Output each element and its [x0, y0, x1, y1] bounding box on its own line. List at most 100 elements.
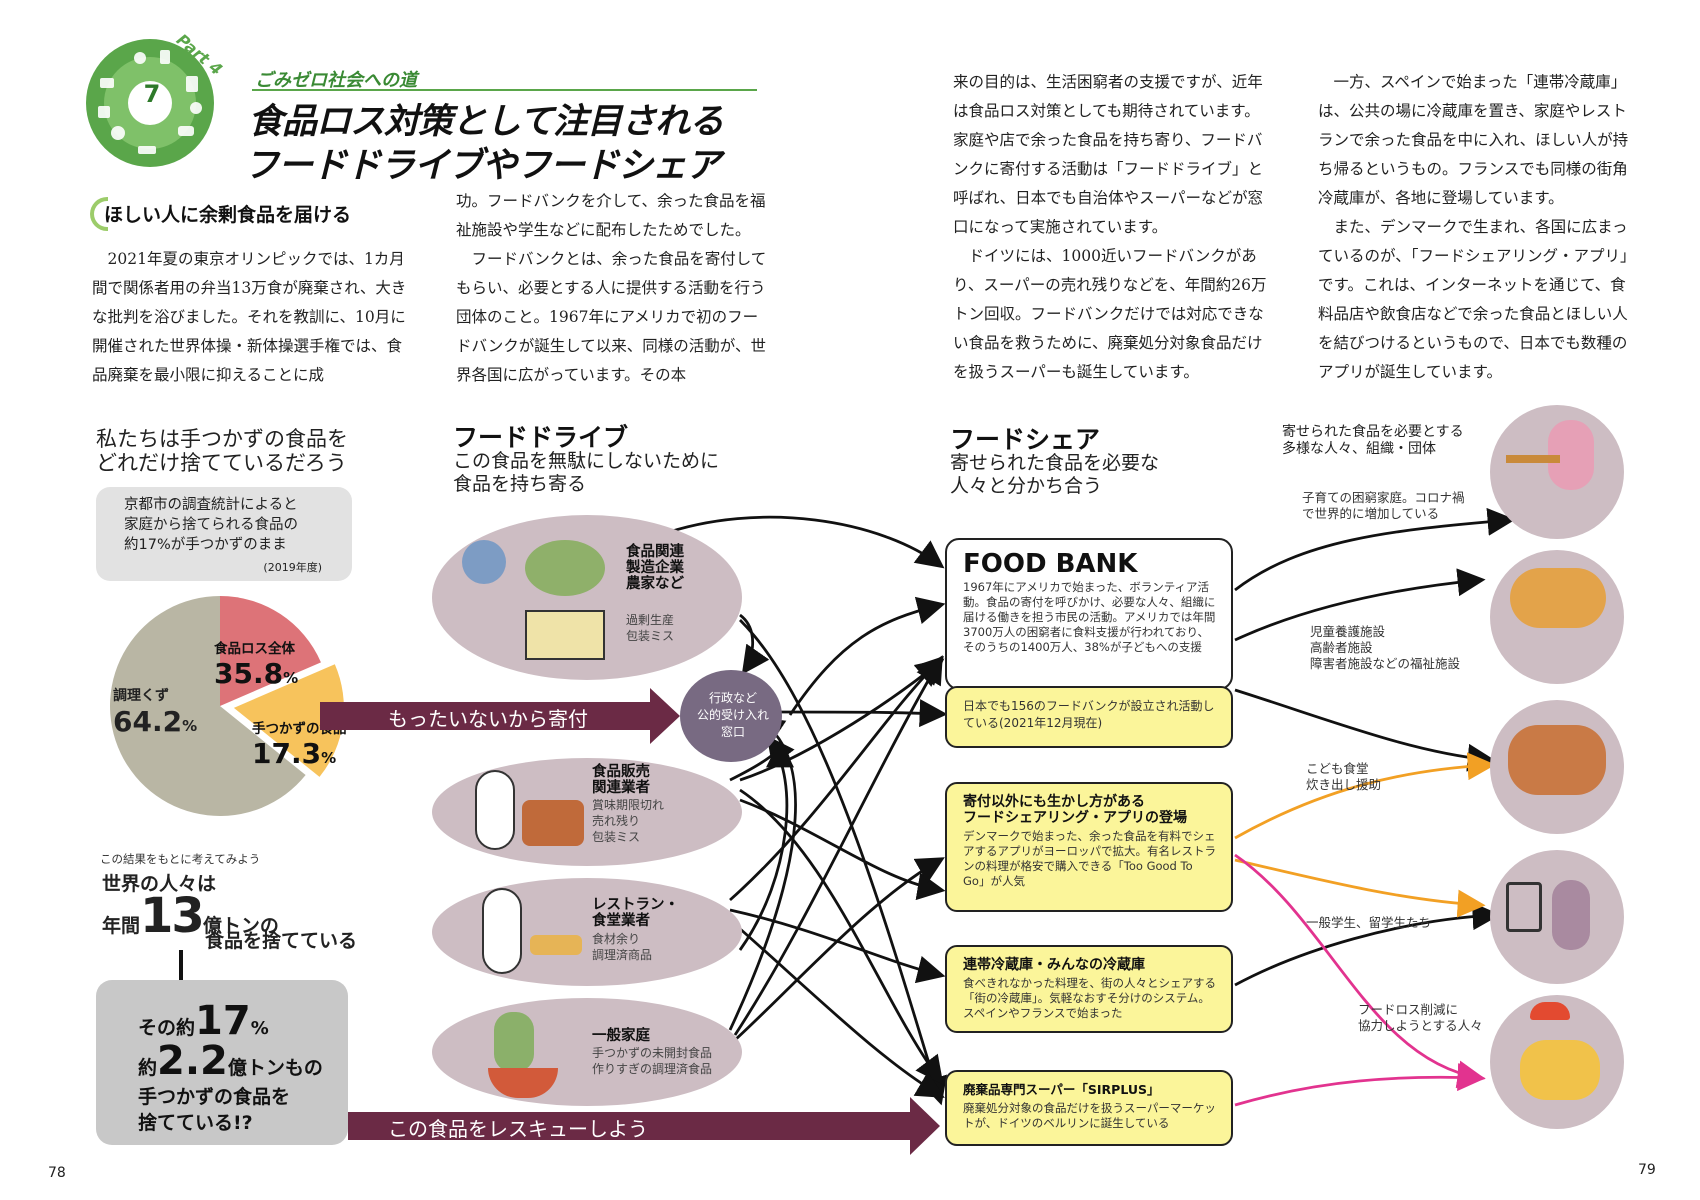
food-sharing-app-title-2: フードシェアリング・アプリの登場	[963, 810, 1187, 826]
boxes-illustration-icon	[525, 610, 605, 660]
rescue-arrow-label: この食品をレスキューしよう	[388, 1117, 648, 1141]
source-households-label: 一般家庭	[592, 1028, 650, 1044]
world-number: 13	[140, 888, 205, 944]
source-manufacturers-label: 食品関連 製造企業 農家など	[626, 544, 684, 592]
column-2-paragraph-1: 功。フードバンクを介して、余った食品を福祉施設や学生などに配布したためでした。	[456, 192, 766, 239]
public-hub-label: 行政など 公的受け入れ 窓口	[696, 691, 769, 739]
question-line-2: どれだけ捨てているだろう	[96, 451, 347, 475]
public-hub-circle	[680, 670, 782, 762]
chapter-number: 7	[143, 80, 161, 108]
world-line-3: 食品を捨てている	[205, 930, 358, 952]
recipients-heading: 寄せられた食品を必要とする 多様な人々、組織・団体	[1282, 424, 1464, 458]
source-restaurants-label: レストラン・ 食堂業者	[592, 897, 679, 929]
lamp-illustration-icon	[1530, 1002, 1570, 1020]
world-unit: 億トンの	[202, 915, 279, 937]
pie-untouched-value: 17.3	[252, 737, 322, 770]
student-desk-illustration-icon	[1506, 882, 1542, 932]
question-heading: 私たちは手つかずの食品を どれだけ捨てているだろう	[96, 427, 348, 475]
source-bubble-restaurants	[432, 878, 742, 986]
source-restaurants-sub: 食材余り 調理済商品	[592, 932, 653, 962]
result-intro: この結果をもとに考えてみよう	[100, 852, 261, 866]
pie-label-total-loss: 食品ロス全体 35.8%	[214, 637, 298, 690]
column-4-paragraph-2: また、デンマークで生まれ、各国に広まっているのが、「フードシェアリング・アプリ」…	[1318, 218, 1636, 381]
gray-number-2: 2.2	[157, 1038, 228, 1084]
family-cook-illustration-icon	[494, 1012, 534, 1072]
source-retailers-sub: 賞味期限切れ 売れ残り 包装ミス	[592, 798, 665, 844]
food-sharing-app-title-1: 寄付以外にも生かし方がある	[963, 794, 1145, 810]
children-dining-illustration-icon	[1508, 725, 1606, 795]
source-bubble-households	[432, 998, 742, 1106]
elderly-group-illustration-icon	[1510, 568, 1606, 628]
food-share-subtitle: 寄せられた食品を必要な 人々と分かち合う	[950, 452, 1159, 498]
world-line-1: 世界の人々は	[102, 873, 217, 895]
recipient-label-kids-cafeteria: こども食堂 炊き出し援助	[1306, 761, 1382, 792]
gray-prefix-2: 約	[138, 1057, 158, 1079]
gray-line-3: 手つかずの食品を	[138, 1086, 291, 1108]
farmer-illustration-icon	[462, 540, 506, 584]
food-sharing-app-box: 寄付以外にも生かし方がある フードシェアリング・アプリの登場 デンマークで始まっ…	[945, 782, 1233, 912]
gray-pct: %	[250, 1018, 269, 1039]
food-drive-subtitle-2: 食品を持ち寄る	[453, 473, 587, 495]
column-4-paragraph-1: 一方、スペインで始まった「連帯冷蔵庫」は、公共の場に冷蔵庫を置き、家庭やレストラ…	[1318, 73, 1629, 207]
pie-scraps-value: 64.2	[113, 705, 183, 738]
couple-illustration-icon	[1520, 1040, 1600, 1100]
community-fridge-text: 食べきれなかった料理を、街の人々とシェアする「街の冷蔵庫」。気軽なおすそ分けのシ…	[963, 976, 1216, 1020]
gray-stat-box: その約17% 約2.2億トンもの 手つかずの食品を 捨てている!?	[96, 980, 348, 1145]
kyoto-line-3: 約17%が手つかずのまま	[124, 537, 287, 553]
column-1-paragraph: 2021年夏の東京オリンピックでは、1カ月間で関係者用の弁当13万食が廃棄され、…	[92, 250, 407, 384]
source-households-sub: 手つかずの未開封食品 作りすぎの調理済食品	[592, 1046, 713, 1076]
japan-foodbank-box: 日本でも156のフードバンクが設立され活動している(2021年12月現在)	[945, 686, 1233, 748]
recipient-label-families: 子育ての困窮家庭。コロナ禍 で世界的に増加している	[1302, 490, 1465, 521]
pie-slice-scraps	[109, 596, 306, 816]
page-number-left: 78	[48, 1165, 66, 1181]
recipient-label-volunteers: フードロス削減に 協力しようとする人々	[1358, 1002, 1483, 1033]
column-2: 功。フードバンクを介して、余った食品を福祉施設や学生などに配布したためでした。 …	[456, 187, 771, 390]
world-line-2: 年間13億トンの	[102, 888, 279, 944]
foodbank-title: FOOD BANK	[963, 549, 1138, 579]
food-drive-title: フードドライブ	[453, 423, 629, 452]
vegetables-illustration-icon	[525, 540, 605, 596]
world-prefix: 年間	[102, 915, 141, 937]
food-share-subtitle-1: 寄せられた食品を必要な	[950, 452, 1160, 474]
column-1: 2021年夏の東京オリンピックでは、1カ月間で関係者用の弁当13万食が廃棄され、…	[92, 245, 407, 390]
gray-number-1: 17	[195, 998, 251, 1044]
tray-illustration-icon	[530, 935, 582, 955]
column-4: 一方、スペインで始まった「連帯冷蔵庫」は、公共の場に冷蔵庫を置き、家庭やレストラ…	[1318, 68, 1636, 387]
page-title-line2: フードドライブやフードシェア	[244, 146, 721, 186]
recipients-heading-2: 多様な人々、組織・団体	[1282, 441, 1436, 457]
foodbank-box: FOOD BANK 1967年にアメリカで始まった、ボランティア活動。食品の寄付…	[945, 538, 1233, 690]
source-retailers-label: 食品販売 関連業者	[592, 764, 650, 796]
kyoto-line-2: 家庭から捨てられる食品の	[124, 517, 298, 533]
pie-slice-untouched	[233, 664, 344, 777]
kyoto-stat-box: 京都市の調査統計によると 家庭から捨てられる食品の 約17%が手つかずのまま (…	[96, 487, 352, 581]
kicker-rule	[252, 89, 757, 91]
recipient-label-welfare: 児童養護施設 高齢者施設 障害者施設などの福祉施設	[1310, 624, 1461, 671]
pie-scraps-unit: %	[182, 717, 198, 735]
food-share-title: フードシェア	[950, 425, 1101, 454]
pie-scraps-label: 調理くず	[113, 688, 169, 704]
donate-arrow-label: もったいないから寄付	[388, 707, 588, 731]
chef-illustration-icon	[482, 888, 522, 974]
pie-label-scraps: 調理くず 64.2%	[113, 685, 197, 738]
food-share-subtitle-2: 人々と分かち合う	[950, 475, 1103, 497]
column-2-paragraph-2: フードバンクとは、余った食品を寄付してもらい、必要とする人に提供する活動を行う団…	[456, 250, 767, 384]
sirplus-box: 廃棄品専門スーパー「SIRPLUS」 廃棄処分対象の食品だけを扱うスーパーマーケ…	[945, 1070, 1233, 1146]
gray-line-4: 捨てている!?	[138, 1112, 253, 1134]
food-drive-subtitle-1: この食品を無駄にしないために	[453, 450, 720, 472]
column-3-paragraph-1: 来の目的は、生活困窮者の支援ですが、近年は食品ロス対策としても期待されています。…	[953, 73, 1264, 236]
japan-foodbank-note: 日本でも156のフードバンクが設立され活動している(2021年12月現在)	[963, 699, 1215, 730]
kicker: ごみゼロ社会への道	[255, 70, 417, 91]
source-manufacturers-sub: 過剰生産 包装ミス	[626, 613, 675, 643]
baker-illustration-icon	[475, 770, 515, 850]
community-fridge-box: 連帯冷蔵庫・みんなの冷蔵庫 食べきれなかった料理を、街の人々とシェアする「街の冷…	[945, 945, 1233, 1033]
food-drive-subtitle: この食品を無駄にしないために 食品を持ち寄る	[453, 450, 719, 496]
gray-unit-2: 億トンもの	[227, 1057, 323, 1079]
food-sharing-app-text: デンマークで始まった、余った食品を有料でシェアするアプリがヨーロッパで拡大。有名…	[963, 829, 1216, 888]
pie-loss-value: 35.8	[214, 657, 284, 690]
community-fridge-title: 連帯冷蔵庫・みんなの冷蔵庫	[963, 957, 1145, 973]
column-3: 来の目的は、生活困窮者の支援ですが、近年は食品ロス対策としても期待されています。…	[953, 68, 1271, 387]
table-illustration-icon	[1506, 455, 1560, 463]
pie-loss-label: 食品ロス全体	[214, 641, 295, 657]
page-number-right: 79	[1638, 1162, 1656, 1178]
